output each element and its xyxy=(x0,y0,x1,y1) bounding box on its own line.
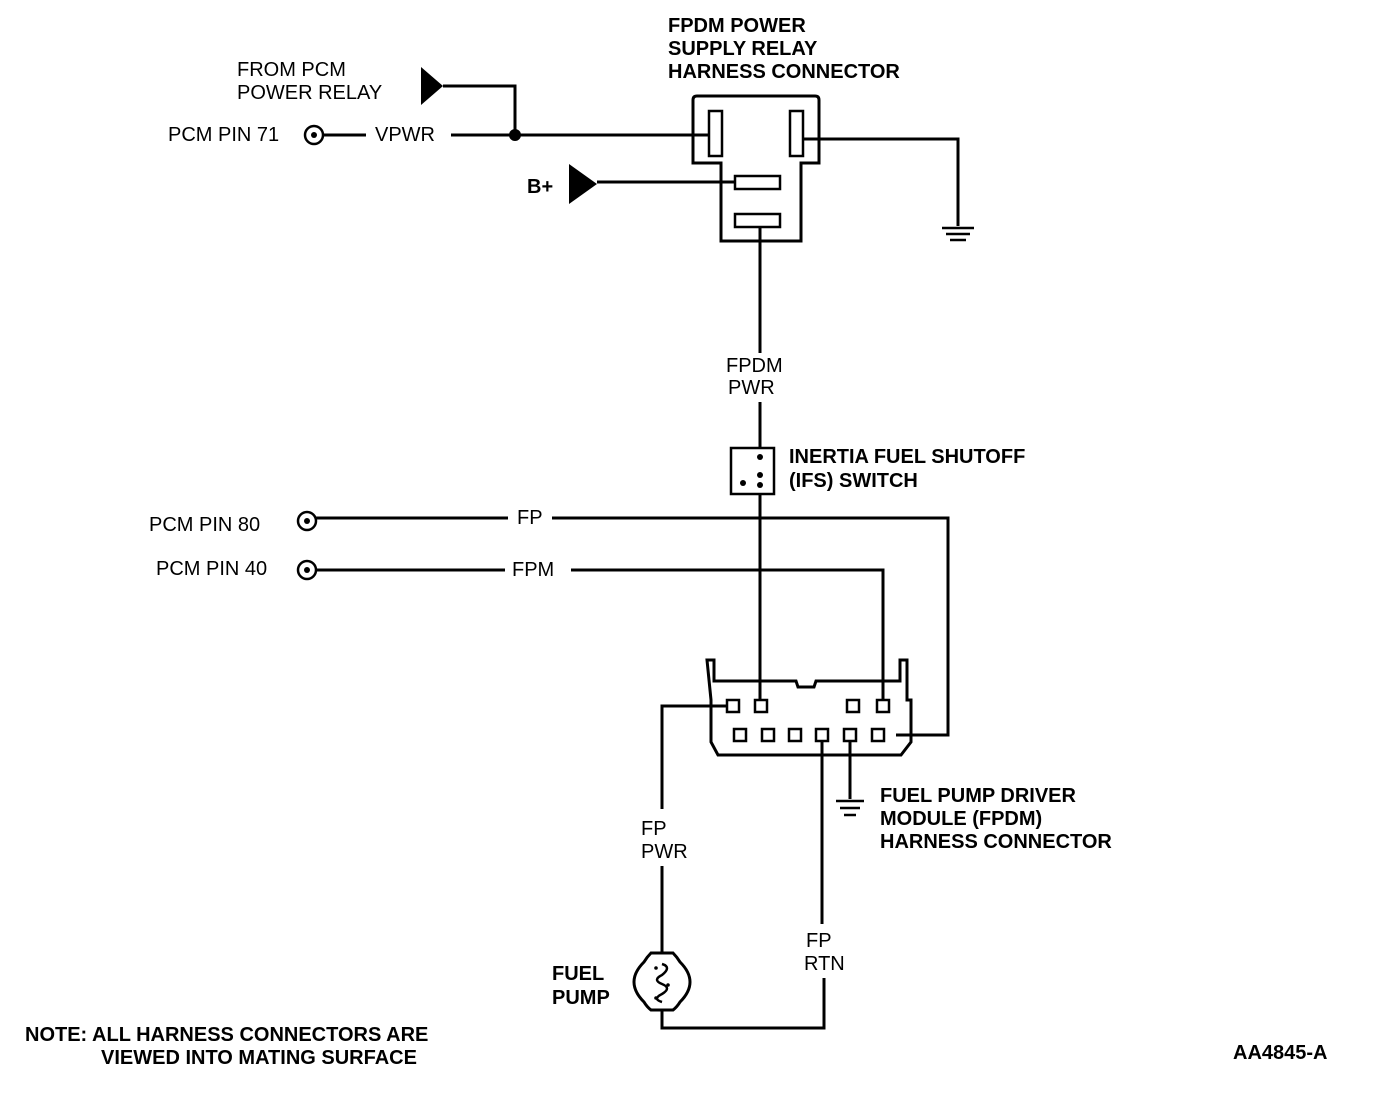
ifs-switch-label-2: (IFS) SWITCH xyxy=(789,470,918,492)
fpdm-connector xyxy=(705,658,913,757)
fp-pwr-label-1: FP xyxy=(641,818,667,840)
fpdm-connector-label-3: HARNESS CONNECTOR xyxy=(880,831,1112,853)
relay-connector xyxy=(691,94,821,243)
fpm-wire-right xyxy=(571,568,885,700)
fp-signal-label: FP xyxy=(517,507,543,529)
pcm-power-relay-label-2: POWER RELAY xyxy=(237,82,382,104)
fp-rtn-label-2: RTN xyxy=(804,953,845,975)
relay-ground-wire xyxy=(803,137,960,226)
fp-wire-right xyxy=(552,516,950,737)
fpdm-connector-label-1: FUEL PUMP DRIVER xyxy=(880,785,1077,807)
relay-connector-title-3: HARNESS CONNECTOR xyxy=(668,61,900,83)
fp-rtn-label-1: FP xyxy=(806,930,832,952)
note-line-1: NOTE: ALL HARNESS CONNECTORS ARE xyxy=(25,1024,428,1046)
pcm-pin40-terminal-dot xyxy=(304,567,310,573)
pcm-pin80-label: PCM PIN 80 xyxy=(149,514,260,536)
fpdm-pwr-label-2: PWR xyxy=(728,377,775,399)
note-line-2: VIEWED INTO MATING SURFACE xyxy=(101,1047,417,1069)
pcm-pin40-label: PCM PIN 40 xyxy=(156,558,267,580)
ifs-switch-label-1: INERTIA FUEL SHUTOFF xyxy=(789,446,1025,468)
fuel-pump-label-1: FUEL xyxy=(552,963,604,985)
fpdm-ground-icon xyxy=(836,799,864,817)
fuel-pump-icon xyxy=(632,951,692,1012)
fuel-pump-label-2: PUMP xyxy=(552,987,610,1009)
pcm-power-relay-wire xyxy=(443,84,517,135)
pcm-pin80-terminal-dot xyxy=(304,518,310,524)
battery-arrow-icon xyxy=(569,164,597,204)
fpm-signal-label: FPM xyxy=(512,559,554,581)
relay-connector-title-1: FPDM POWER xyxy=(668,15,806,37)
fpdm-connector-label-2: MODULE (FPDM) xyxy=(880,808,1042,830)
ifs-switch xyxy=(729,446,776,496)
figure-id: AA4845-A xyxy=(1233,1042,1327,1064)
vpwr-signal-label: VPWR xyxy=(375,124,435,146)
relay-connector-title-2: SUPPLY RELAY xyxy=(668,38,818,60)
ground-icon xyxy=(942,226,974,242)
pcm-pin71-terminal-dot xyxy=(311,132,317,138)
fp-pwr-wire-top xyxy=(660,704,727,809)
pcm-power-relay-arrow-icon xyxy=(421,67,443,105)
pcm-pin71-label: PCM PIN 71 xyxy=(168,124,279,146)
fp-pwr-label-2: PWR xyxy=(641,841,688,863)
pcm-pin80-terminal-icon xyxy=(296,510,318,532)
fpdm-pwr-label-1: FPDM xyxy=(726,355,783,377)
fp-rtn-wire-bottom xyxy=(660,978,826,1030)
pcm-power-relay-label-1: FROM PCM xyxy=(237,59,346,81)
battery-label: B+ xyxy=(527,176,553,198)
